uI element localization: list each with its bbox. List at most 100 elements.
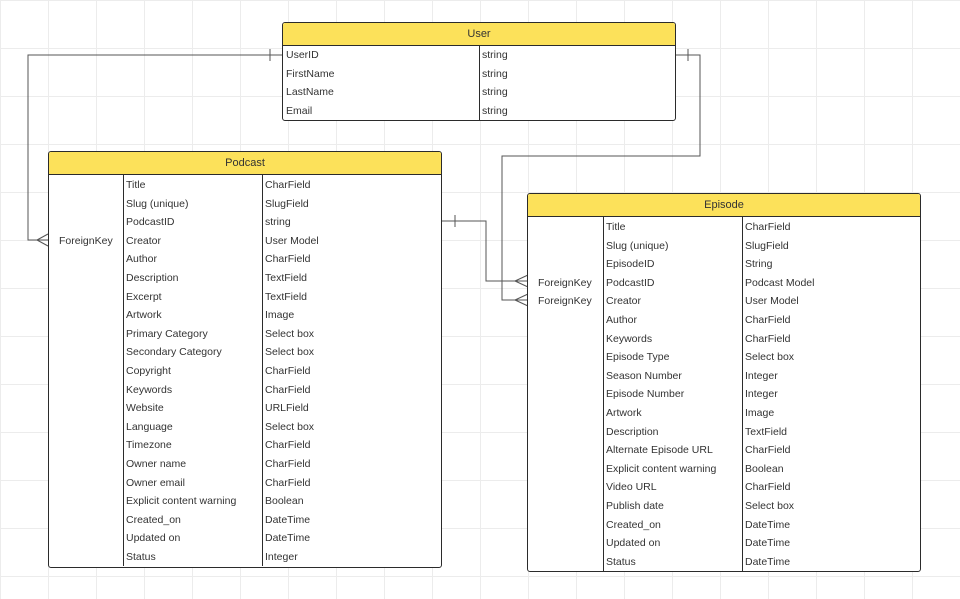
user-field-row[interactable]: UserID string <box>283 46 675 65</box>
field-type: Image <box>265 309 295 322</box>
many-marker-episode-creator <box>514 293 529 307</box>
field-name: Secondary Category <box>126 346 222 359</box>
field-type: CharField <box>265 457 311 470</box>
field-type: CharField <box>745 444 791 457</box>
field-name: FirstName <box>286 67 335 80</box>
field-name: Title <box>126 179 146 191</box>
field-type: CharField <box>265 476 311 489</box>
field-type: URLField <box>265 402 309 415</box>
field-type: string <box>482 105 508 118</box>
field-name: PodcastID <box>606 276 655 289</box>
podcast-field-row[interactable]: Slug (unique)SlugField <box>49 195 441 214</box>
field-type: DateTime <box>265 532 311 545</box>
user-field-row[interactable]: FirstName string <box>283 65 675 84</box>
field-type: Select box <box>745 351 795 364</box>
field-type: DateTime <box>265 513 311 526</box>
field-name: Email <box>286 105 313 118</box>
field-type: Select box <box>265 346 315 359</box>
episode-entity-header: Episode <box>528 194 920 217</box>
field-type: CharField <box>265 383 311 396</box>
field-name: Status <box>606 555 636 568</box>
field-type: Select box <box>745 499 795 512</box>
podcast-field-row[interactable]: Updated on DateTime <box>49 529 441 548</box>
field-name: Explicit content warning <box>126 495 237 508</box>
field-name: Video URL <box>606 481 657 494</box>
field-name: Episode Type <box>606 351 670 364</box>
field-name: Slug (unique) <box>606 239 669 252</box>
field-name: Updated on <box>126 532 181 545</box>
user-entity-header: User <box>283 23 675 46</box>
field-type: String <box>745 258 773 271</box>
field-type: Select box <box>265 327 315 340</box>
field-type: CharField <box>265 364 311 377</box>
user-field-row[interactable]: LastName string <box>283 83 675 102</box>
field-type: Image <box>745 406 775 419</box>
connector-podcast-episode <box>441 220 528 282</box>
many-marker-episode-podcastid <box>514 274 529 288</box>
episode-field-row[interactable]: Publish date Select box <box>528 497 920 516</box>
field-type: CharField <box>745 313 791 326</box>
episode-field-row[interactable]: Slug (unique)SlugField <box>528 237 920 256</box>
field-name: Publish date <box>606 499 664 512</box>
field-type: DateTime <box>745 537 791 550</box>
podcast-field-row[interactable]: Title CharField <box>49 176 441 195</box>
user-entity[interactable]: User UserID string FirstName string Last… <box>282 22 676 121</box>
field-name: Updated on <box>606 537 661 550</box>
field-type: TextField <box>265 290 308 303</box>
field-type: CharField <box>265 439 311 452</box>
field-type: User Model <box>265 234 319 247</box>
field-type: Select box <box>265 420 315 433</box>
user-field-row[interactable]: Email string <box>283 102 675 120</box>
field-name: Slug (unique) <box>126 197 189 210</box>
field-type: string <box>482 67 508 80</box>
field-type: CharField <box>265 179 311 191</box>
field-name: LastName <box>286 86 334 99</box>
field-name: Keywords <box>606 332 653 345</box>
field-name: UserID <box>286 49 319 61</box>
episode-field-row[interactable]: Keywords CharField <box>528 330 920 349</box>
field-type: CharField <box>745 332 791 345</box>
field-name: Explicit content warning <box>606 462 717 475</box>
episode-field-row[interactable]: Episode Type Select box <box>528 348 920 367</box>
field-name: Episode Number <box>606 388 685 401</box>
field-name: Creator <box>606 295 642 308</box>
podcast-field-row[interactable]: Secondary Category Select box <box>49 343 441 362</box>
podcast-field-row[interactable]: Timezone CharField <box>49 436 441 455</box>
episode-field-row[interactable]: Updated on DateTime <box>528 534 920 553</box>
field-name: Timezone <box>126 439 172 452</box>
